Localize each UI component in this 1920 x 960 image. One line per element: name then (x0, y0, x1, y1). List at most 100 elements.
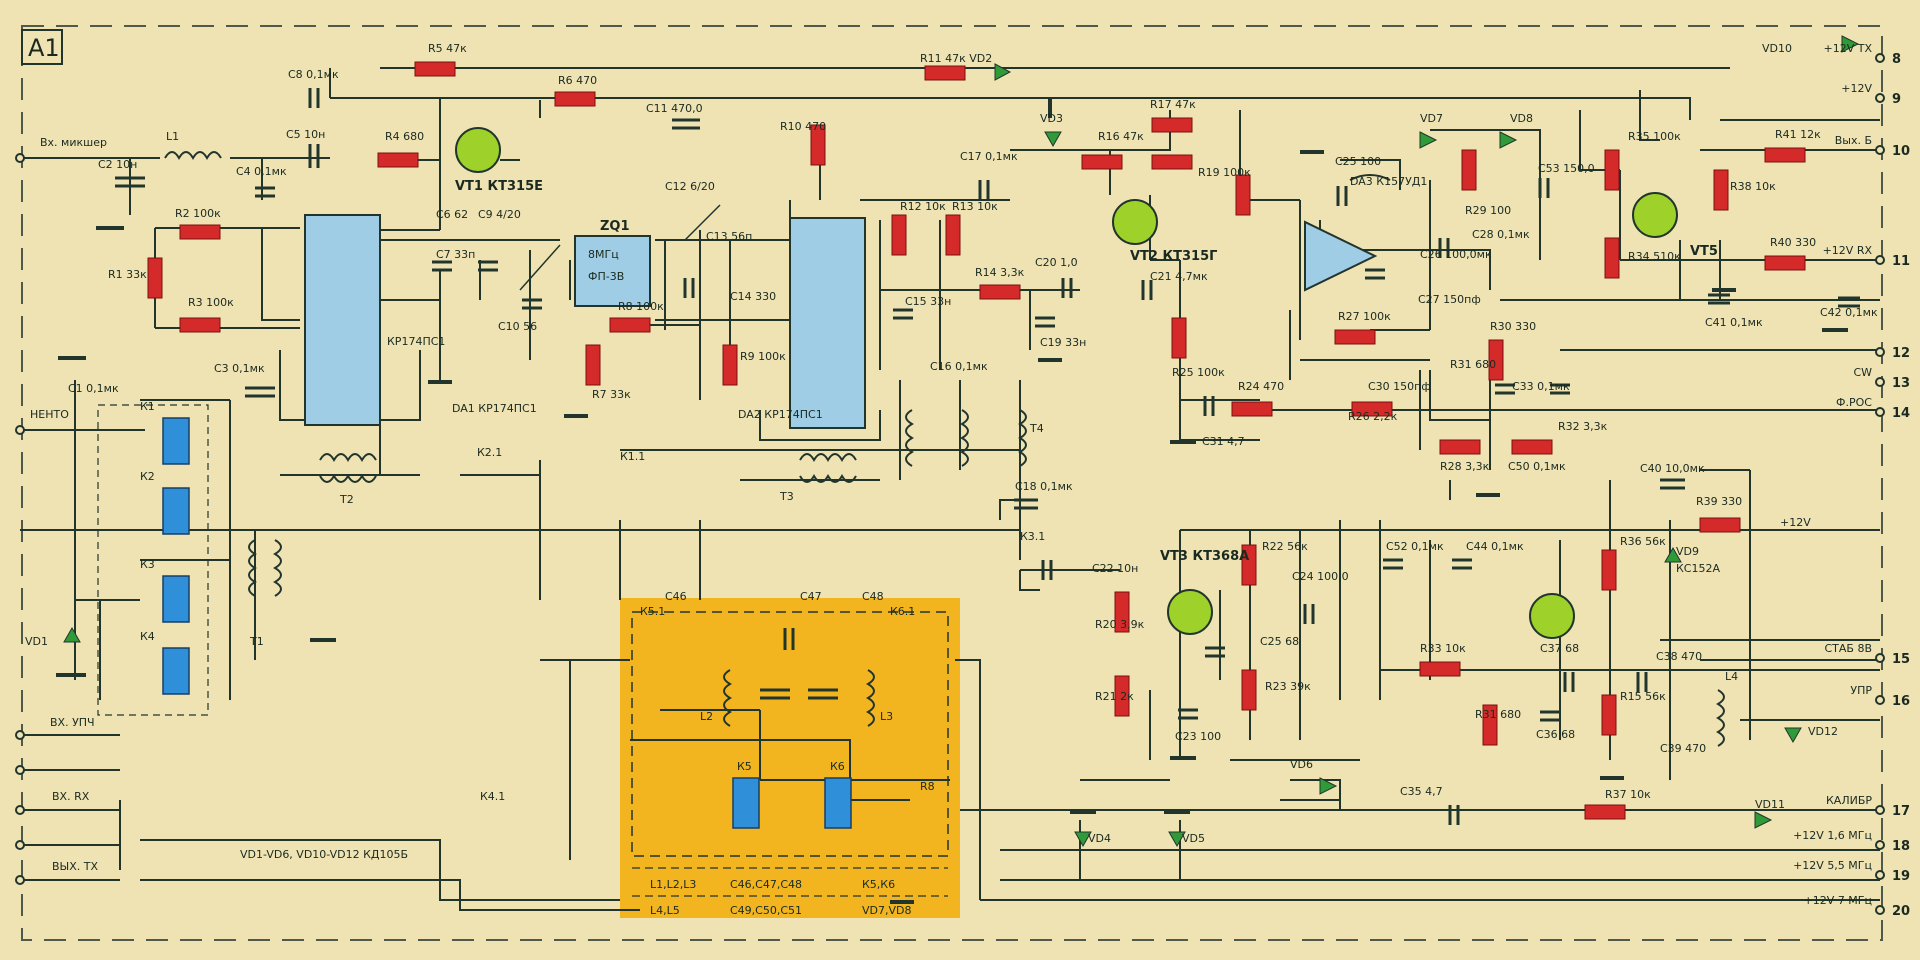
label-c1: C1 0,1мк (68, 382, 119, 395)
label-l4: L4 (1725, 670, 1738, 683)
resistor-group (147, 61, 1806, 820)
resistor-r23 (1241, 669, 1257, 711)
capacitor-c38 (1636, 672, 1648, 692)
ic-group: 8МГц ФП-3В ZQ1 (304, 214, 866, 429)
label-c38: C38 470 (1656, 650, 1702, 663)
label-k5-contact: К5.1 (640, 605, 665, 618)
filter-block-outline (631, 611, 949, 857)
label-r9: R9 100к (740, 350, 786, 363)
capacitor-c26 (1438, 238, 1450, 258)
label-r3: R3 100к (188, 296, 234, 309)
relay-coil-k2 (162, 487, 190, 535)
label-c37: C37 68 (1540, 642, 1579, 655)
block-row2-b: C49,C50,C51 (730, 904, 802, 917)
filter-type-label: ФП-3В (588, 270, 624, 283)
terminal-label-11: +12V RX (1823, 244, 1873, 257)
label-t4: T4 (1029, 422, 1044, 435)
relay-coil-k5 (732, 777, 760, 829)
inductor-group (164, 151, 1725, 747)
terminal-keying (15, 425, 25, 435)
inductor-l3 (866, 669, 875, 727)
label-r2: R2 100к (175, 207, 221, 220)
capacitor-c36 (1540, 710, 1560, 722)
label-vd10: VD10 (1762, 42, 1792, 55)
resistor-r14 (979, 284, 1021, 300)
resistor-r21 (1114, 675, 1130, 717)
resistor-r10 (810, 124, 826, 166)
schematic-title: A1 (28, 34, 60, 62)
capacitor-c7 (432, 260, 452, 272)
label-r10: R10 470 (780, 120, 826, 133)
terminal-label-16: УПР (1850, 684, 1872, 697)
output-tx-label: ВЫХ. TX (52, 860, 99, 873)
terminal-dot-12 (1875, 347, 1885, 357)
terminal-number-9: 9 (1892, 92, 1901, 107)
resistor-r40 (1764, 255, 1806, 271)
terminal-dot-19 (1875, 870, 1885, 880)
label-r38: R38 10к (1730, 180, 1776, 193)
label-c28: C28 0,1мк (1472, 228, 1530, 241)
label-r36: R36 56к (1620, 535, 1666, 548)
label-c53: C53 150,0 (1538, 162, 1595, 175)
capacitor-c13 (683, 278, 695, 298)
label-c14: C14 330 (730, 290, 776, 303)
label-r15: R15 56к (1620, 690, 1666, 703)
relay-group (162, 417, 852, 829)
left-terminal-group (15, 153, 25, 885)
label-c3: C3 0,1мк (214, 362, 265, 375)
trimmer-group (519, 204, 721, 291)
label-c5: C5 10н (286, 128, 325, 141)
label-out-plus: +12V (1780, 516, 1811, 529)
label-c35: C35 4,7 (1400, 785, 1443, 798)
label-c39: C39 470 (1660, 742, 1706, 755)
capacitor-c19 (1035, 316, 1055, 328)
diode-vd11 (1754, 811, 1773, 829)
resistor-r1 (147, 257, 163, 299)
label-c52: C52 0,1мк (1386, 540, 1444, 553)
label-c22: C22 10н (1092, 562, 1138, 575)
label-r5: R5 47к (428, 42, 467, 55)
label-r6: R6 470 (558, 74, 597, 87)
label-c21: C21 4,7мк (1150, 270, 1208, 283)
label-c10: C10 56 (498, 320, 537, 333)
capacitor-c29 (1550, 383, 1570, 395)
transistor-vt2 (1112, 199, 1158, 245)
resistor-r8 (609, 317, 651, 333)
label-r14: R14 3,3к (975, 266, 1025, 279)
input-mixer-label: Вх. микшер (40, 136, 107, 149)
terminal-label-13: CW (1853, 366, 1872, 379)
terminal-label-14: Ф.РОС (1836, 396, 1872, 409)
terminal-number-18: 18 (1892, 839, 1910, 854)
label-c48: C48 (862, 590, 884, 603)
capacitor-c11 (672, 118, 700, 130)
diode-vd4 (1074, 831, 1092, 848)
resistor-r12 (891, 214, 907, 256)
label-c7: C7 33п (436, 248, 475, 261)
relay-coil-k6 (824, 777, 852, 829)
label-r35: R35 100к (1628, 130, 1681, 143)
label-r31: R31 680 (1450, 358, 1496, 371)
label-c12: C12 6/20 (665, 180, 715, 193)
transformer-t1-primary (248, 539, 257, 597)
terminal-label-17: КАЛИБР (1826, 794, 1872, 807)
resistor-r27 (1334, 329, 1376, 345)
label-vd8: VD8 (1510, 112, 1533, 125)
relay-group-outline (97, 404, 209, 716)
label-r20: R20 3,9к (1095, 618, 1145, 631)
label-da3: DA3 К157УД1 (1350, 175, 1427, 188)
terminal-dot-20 (1875, 905, 1885, 915)
label-vd11: VD11 (1755, 798, 1785, 811)
capacitor-c44 (1452, 558, 1472, 570)
terminal-number-10: 10 (1892, 144, 1910, 159)
capacitor-c20 (1061, 278, 1073, 298)
label-c30: C30 150пф (1368, 380, 1431, 393)
terminal-dot-17 (1875, 805, 1885, 815)
resistor-r20 (1114, 591, 1130, 633)
resistor-r17 (1151, 117, 1193, 133)
label-t2: T2 (339, 493, 354, 506)
label-r21: R21 2к (1095, 690, 1134, 703)
resistor-r24 (1231, 401, 1273, 417)
resistor-r38 (1713, 169, 1729, 211)
label-r41: R41 12к (1775, 128, 1821, 141)
label-c25: C25 100 (1335, 155, 1381, 168)
